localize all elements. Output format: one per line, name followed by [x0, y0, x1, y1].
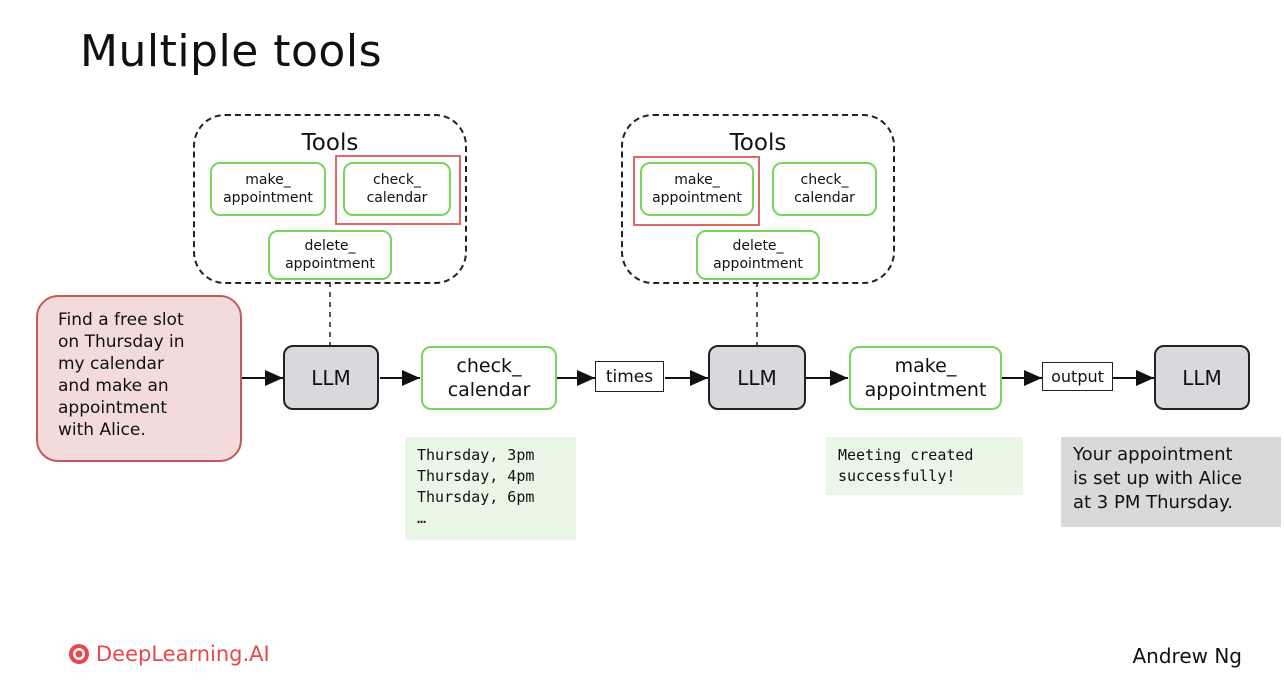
llm-node-1: LLM	[283, 345, 379, 410]
brand-logo: DeepLearning.AI	[68, 642, 270, 666]
slide-title: Multiple tools	[80, 26, 383, 77]
tool-make-appointment: make_ appointment	[640, 162, 754, 216]
selected-tool-highlight	[335, 155, 461, 225]
calendar-result: Thursday, 3pm Thursday, 4pm Thursday, 6p…	[405, 437, 576, 540]
tool-make-appointment: make_ appointment	[210, 162, 326, 216]
edge-label-output: output	[1042, 362, 1113, 391]
brand-name: DeepLearning.AI	[96, 642, 270, 666]
user-prompt: Find a free slot on Thursday in my calen…	[36, 295, 242, 462]
step-check-calendar: check_ calendar	[421, 346, 557, 410]
author-name: Andrew Ng	[1132, 644, 1242, 668]
tool-check-calendar: check_ calendar	[772, 162, 877, 216]
tools-group-1: Tools	[193, 114, 467, 284]
tool-delete-appointment: delete_ appointment	[696, 230, 820, 280]
tools-group-2: Tools	[621, 114, 895, 284]
final-answer: Your appointment is set up with Alice at…	[1061, 437, 1281, 527]
tools-group-title: Tools	[729, 130, 787, 156]
step-make-appointment: make_ appointment	[849, 346, 1002, 410]
tools-group-title: Tools	[301, 130, 359, 156]
edge-label-times: times	[595, 361, 664, 392]
selected-tool-highlight	[633, 156, 760, 226]
llm-node-3: LLM	[1154, 345, 1250, 410]
llm-node-2: LLM	[708, 345, 806, 410]
appointment-result: Meeting created successfully!	[826, 437, 1023, 495]
tool-delete-appointment: delete_ appointment	[268, 230, 392, 280]
tool-check-calendar: check_ calendar	[343, 162, 451, 216]
deeplearning-logo-icon	[69, 644, 89, 664]
